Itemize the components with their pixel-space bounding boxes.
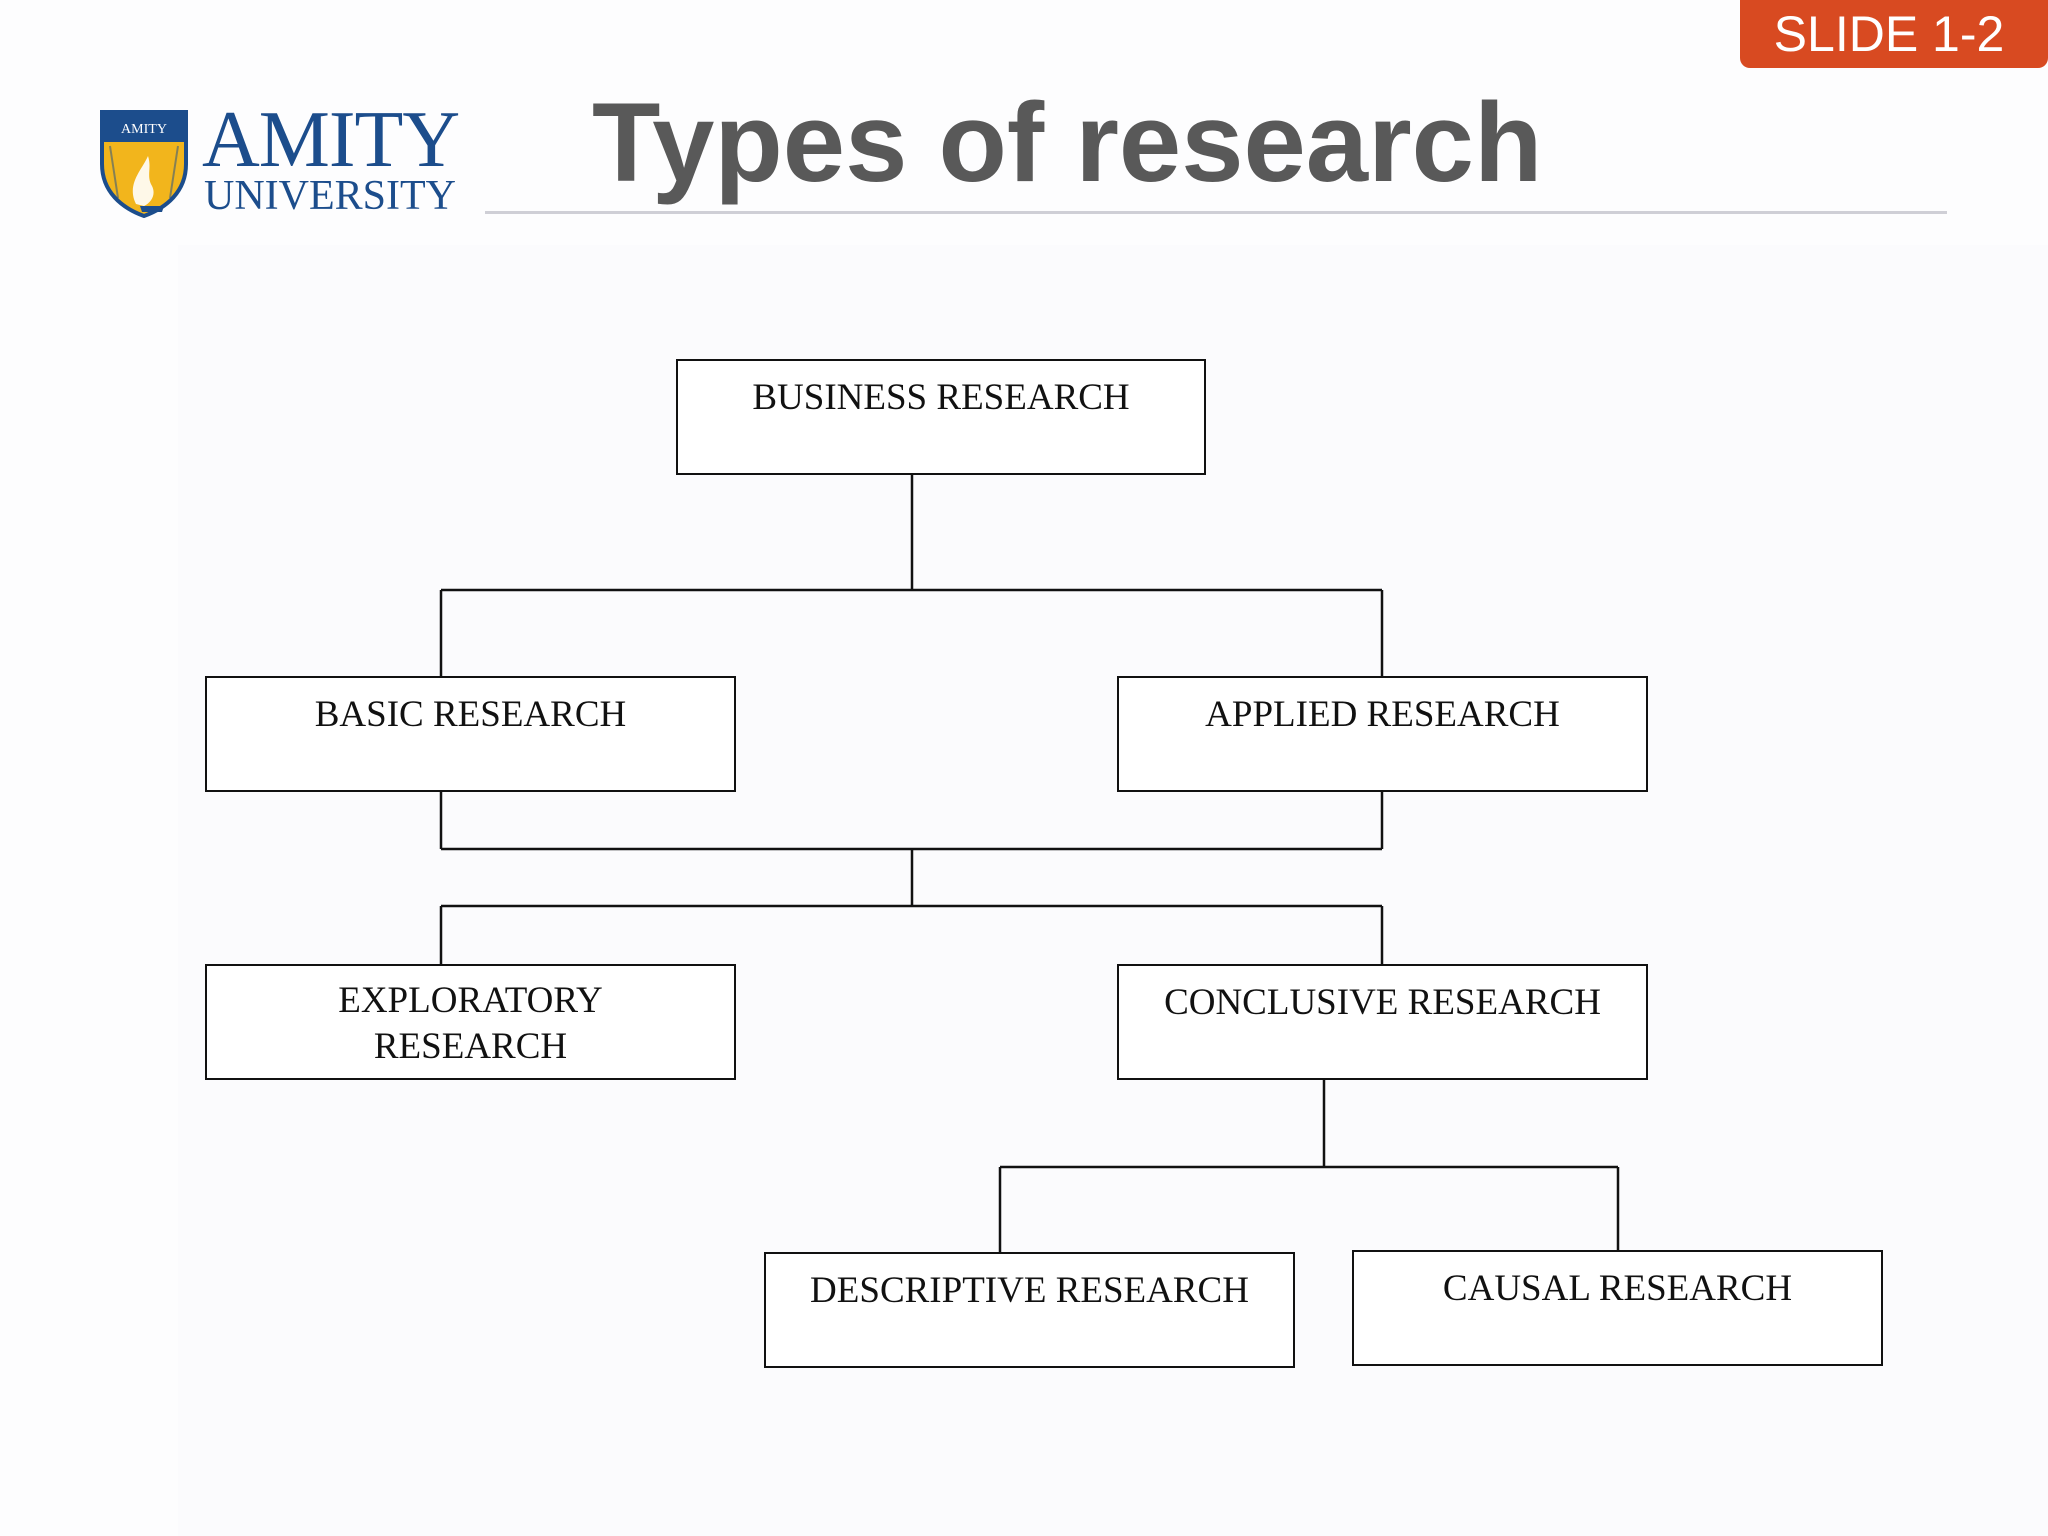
logo-wordmark: AMITY [202, 96, 460, 184]
node-conclusive-research: CONCLUSIVE RESEARCH [1117, 964, 1648, 1080]
node-exploratory-research: EXPLORATORY RESEARCH [205, 964, 736, 1080]
shield-text: AMITY [121, 122, 167, 137]
node-label: CAUSAL RESEARCH [1442, 1268, 1793, 1309]
node-label: CONCLUSIVE RESEARCH [1164, 982, 1601, 1023]
node-basic-research: BASIC RESEARCH [205, 676, 736, 792]
amity-logo: AMITY AMITY UNIVERSITY [96, 100, 460, 224]
node-label: APPLIED RESEARCH [1205, 694, 1560, 735]
node-applied-research: APPLIED RESEARCH [1117, 676, 1648, 792]
logo-subtitle: UNIVERSITY [204, 173, 456, 219]
node-causal-research: CAUSAL RESEARCH [1352, 1250, 1883, 1366]
slide-number-badge: SLIDE 1-2 [1740, 0, 2048, 68]
page-title: Types of research [592, 80, 1543, 205]
node-descriptive-research: DESCRIPTIVE RESEARCH [764, 1252, 1295, 1368]
amity-shield-logo-icon: AMITY [100, 110, 188, 218]
node-label-line2: RESEARCH [373, 1026, 568, 1067]
title-divider [485, 211, 1947, 214]
node-label: DESCRIPTIVE RESEARCH [810, 1270, 1249, 1311]
node-business-research: BUSINESS RESEARCH [676, 359, 1206, 475]
node-label: BUSINESS RESEARCH [752, 377, 1130, 418]
node-label: BASIC RESEARCH [314, 694, 627, 735]
node-label-line1: EXPLORATORY [338, 980, 603, 1021]
